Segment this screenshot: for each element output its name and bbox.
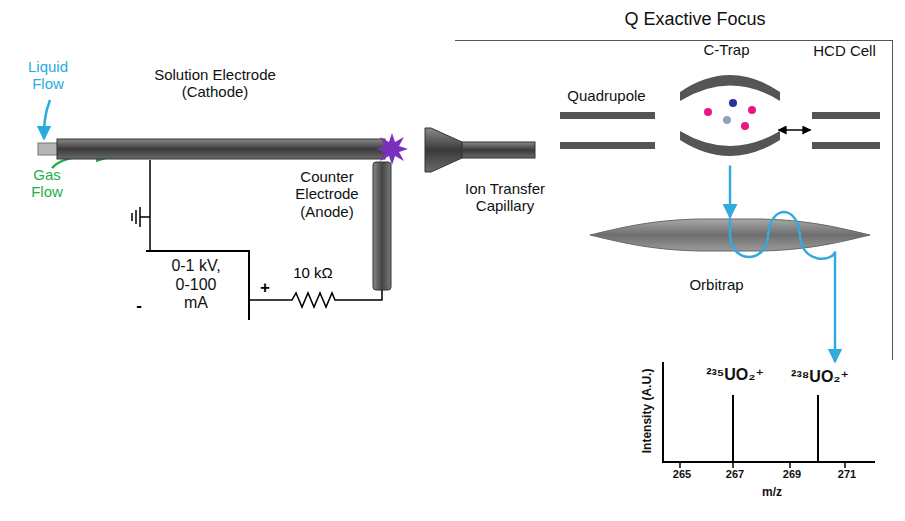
flow-label: Gas Flow — [18, 166, 76, 201]
c-trap-electrode — [680, 75, 780, 101]
node-label: HCD Cell — [807, 42, 883, 59]
tick-label: 269 — [775, 468, 809, 481]
tick-label: 271 — [830, 468, 864, 481]
tick-label: 267 — [718, 468, 752, 481]
power-supply-box: 0-1 kV, 0-100 mA — [146, 250, 250, 320]
c-trap-electrode — [680, 131, 780, 156]
ion-trajectory — [730, 212, 835, 259]
spectrum-peak — [732, 395, 734, 463]
electrode-node: Solution Electrode (Cathode) — [45, 138, 385, 160]
ion-dots — [704, 99, 756, 130]
plasma — [376, 133, 408, 165]
resistor-ground — [288, 292, 338, 308]
resistor-value: 10 kΩ — [291, 264, 335, 281]
polarity-sign: - — [133, 296, 145, 316]
node-label: Solution Electrode (Cathode) — [140, 66, 290, 101]
flow-label: Liquid Flow — [18, 58, 78, 93]
quadrupole-node: Quadrupole — [557, 110, 656, 151]
liquid-flow-arrow — [44, 100, 50, 139]
tick-label: 265 — [665, 468, 699, 481]
ground-symbol — [132, 207, 150, 227]
axis-title: m/z — [750, 486, 794, 500]
resistor-symbol — [288, 293, 338, 307]
instrument-box: Q Exactive FocusQuadrupoleC-TrapHCD Cell… — [455, 40, 893, 360]
hcd-rod — [812, 142, 880, 149]
node-label: Counter Electrode (Anode) — [287, 168, 367, 220]
node-label: 0-1 kV, 0-100 mA — [163, 257, 229, 312]
capillary-cone — [425, 128, 462, 172]
peak-label: ²³⁸UO₂⁺ — [778, 368, 862, 386]
wire — [149, 160, 151, 250]
hcd-cell-node: HCD Cell — [811, 110, 879, 151]
electrode-node: Counter Electrode (Anode) — [372, 162, 392, 290]
axis-title: Intensity (A.U.) — [641, 351, 655, 471]
quadrupole-rod — [560, 112, 655, 119]
node-label: Ion Transfer Capillary — [455, 180, 555, 215]
transfer-arrow — [779, 129, 811, 131]
node-label: Quadrupole — [557, 87, 657, 104]
axis-ticks — [680, 463, 845, 468]
hcd-rod — [812, 112, 880, 119]
orbitrap-node: Orbitrap — [589, 218, 869, 252]
spectrum-plot: ²³⁵UO₂⁺²³⁸UO₂⁺Intensity (A.U.)2652672692… — [662, 362, 875, 463]
polarity-sign: + — [258, 278, 272, 298]
node-label: Q Exactive Focus — [585, 9, 805, 30]
c-trap-node: C-Trap — [679, 66, 779, 166]
node-label: C-Trap — [687, 41, 767, 58]
capillary-tube — [462, 142, 535, 158]
peak-label: ²³⁵UO₂⁺ — [693, 366, 777, 384]
quadrupole-rod — [560, 142, 655, 149]
ion-path-arrow — [729, 166, 732, 218]
capillary-node: Ion Transfer Capillary — [425, 128, 535, 172]
solution-electrode — [57, 139, 385, 159]
counter-electrode — [373, 162, 391, 290]
ion-path-arrow — [834, 252, 837, 363]
node-label: Orbitrap — [672, 276, 762, 293]
spectrum-peak — [817, 395, 819, 463]
